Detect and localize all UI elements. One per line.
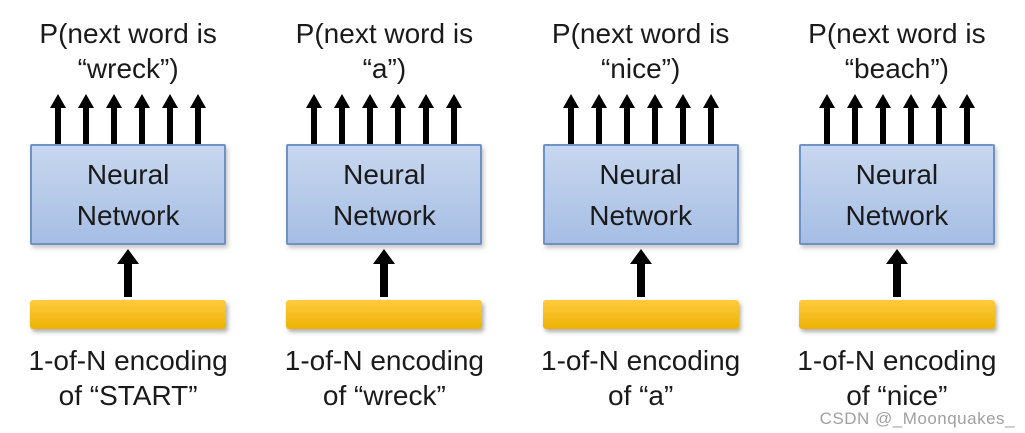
up-arrow-icon — [373, 248, 396, 297]
encoding-label-line2: of “wreck” — [322, 380, 446, 411]
neural-network-box-line2: Network — [76, 199, 180, 231]
encoding-label-line1: 1-of-N encoding — [28, 345, 228, 376]
probability-label-line1: P(next word is — [295, 18, 474, 49]
up-arrow-icon — [590, 94, 607, 144]
input-arrow — [885, 245, 908, 300]
panel-step-1: P(next word is “wreck”) Neural Network 1… — [0, 0, 256, 433]
panel-step-4: P(next word is “beach”) Neural Network 1… — [769, 0, 1025, 433]
up-arrow-icon — [190, 94, 207, 144]
up-arrow-icon — [446, 94, 463, 144]
up-arrow-icon — [418, 94, 435, 144]
neural-network-box-line1: Neural — [855, 158, 939, 190]
neural-network-box-line1: Neural — [86, 158, 170, 190]
panel-step-3: P(next word is “nice”) Neural Network 1-… — [513, 0, 769, 433]
up-arrow-icon — [162, 94, 179, 144]
encoding-label-line1: 1-of-N encoding — [541, 345, 741, 376]
one-hot-encoding-bar — [798, 300, 995, 329]
up-arrow-icon — [390, 94, 407, 144]
up-arrow-icon — [958, 94, 975, 144]
one-hot-encoding-bar — [286, 300, 483, 329]
probability-label-line2: “wreck”) — [77, 53, 179, 84]
up-arrow-icon — [674, 94, 691, 144]
neural-network-box: Neural Network — [30, 144, 227, 245]
input-arrow — [373, 245, 396, 300]
output-arrows — [818, 94, 975, 144]
probability-label-line1: P(next word is — [808, 18, 986, 49]
encoding-label: 1-of-N encoding of “a” — [541, 343, 740, 413]
up-arrow-icon — [930, 94, 947, 144]
probability-label: P(next word is “beach”) — [808, 16, 985, 86]
neural-network-box-line2: Network — [845, 199, 949, 231]
up-arrow-icon — [106, 94, 123, 144]
encoding-label: 1-of-N encoding of “wreck” — [285, 343, 484, 413]
up-arrow-icon — [134, 94, 151, 144]
probability-label-line2: “a”) — [362, 53, 407, 84]
one-hot-encoding-bar — [30, 300, 227, 329]
encoding-label: 1-of-N encoding of “START” — [29, 343, 228, 413]
panel-step-2: P(next word is “a”) Neural Network 1-of-… — [256, 0, 512, 433]
neural-network-box-line1: Neural — [343, 158, 426, 190]
probability-label-line1: P(next word is — [39, 18, 217, 49]
up-arrow-icon — [646, 94, 663, 144]
output-arrows — [50, 94, 207, 144]
probability-label: P(next word is “wreck”) — [39, 16, 216, 86]
up-arrow-icon — [362, 94, 379, 144]
up-arrow-icon — [818, 94, 835, 144]
up-arrow-icon — [78, 94, 95, 144]
up-arrow-icon — [618, 94, 635, 144]
up-arrow-icon — [50, 94, 67, 144]
up-arrow-icon — [117, 248, 140, 297]
neural-network-box-line1: Neural — [599, 158, 682, 190]
encoding-label-line1: 1-of-N encoding — [284, 345, 484, 376]
up-arrow-icon — [874, 94, 891, 144]
neural-network-box-line2: Network — [589, 199, 692, 231]
up-arrow-icon — [702, 94, 719, 144]
probability-label: P(next word is “nice”) — [552, 16, 729, 86]
encoding-label-line2: of “START” — [58, 380, 198, 411]
one-hot-encoding-bar — [542, 300, 739, 329]
encoding-label-line2: of “a” — [607, 380, 674, 411]
output-arrows — [562, 94, 719, 144]
encoding-label: 1-of-N encoding of “nice” — [797, 343, 996, 413]
probability-label-line1: P(next word is — [551, 18, 730, 49]
up-arrow-icon — [902, 94, 919, 144]
up-arrow-icon — [334, 94, 351, 144]
up-arrow-icon — [846, 94, 863, 144]
output-arrows — [306, 94, 463, 144]
neural-network-box: Neural Network — [542, 144, 739, 245]
input-arrow — [629, 245, 652, 300]
encoding-label-line1: 1-of-N encoding — [797, 345, 997, 376]
input-arrow — [117, 245, 140, 300]
probability-label-line2: “nice”) — [600, 53, 681, 84]
up-arrow-icon — [306, 94, 323, 144]
neural-network-box: Neural Network — [286, 144, 483, 245]
probability-label: P(next word is “a”) — [296, 16, 473, 86]
neural-network-box: Neural Network — [798, 144, 995, 245]
neural-network-box-line2: Network — [333, 199, 436, 231]
encoding-label-line2: of “nice” — [846, 380, 948, 411]
up-arrow-icon — [629, 248, 652, 297]
probability-label-line2: “beach”) — [844, 53, 949, 84]
up-arrow-icon — [885, 248, 908, 297]
up-arrow-icon — [562, 94, 579, 144]
